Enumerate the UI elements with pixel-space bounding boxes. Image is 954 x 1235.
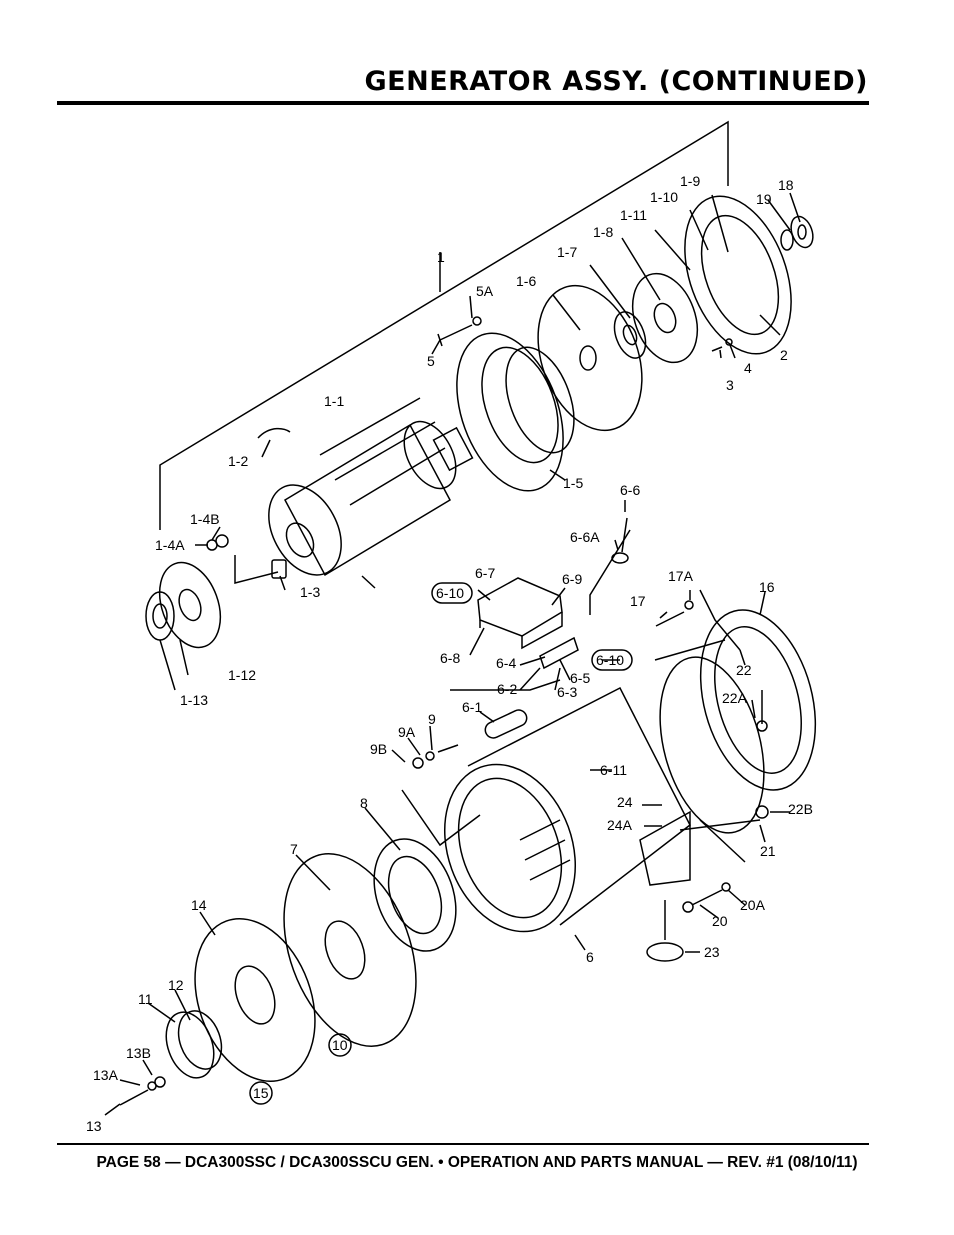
label-22A: 22A bbox=[722, 690, 748, 706]
label-5A: 5A bbox=[476, 283, 494, 299]
terminal-box-6-7 bbox=[477, 577, 563, 637]
label-6-3: 6-3 bbox=[557, 684, 577, 700]
label-1-12: 1-12 bbox=[228, 667, 256, 683]
label-6-10-a: 6-10 bbox=[436, 585, 464, 601]
label-22B: 22B bbox=[788, 801, 813, 817]
label-5: 5 bbox=[427, 353, 435, 369]
label-6-5: 6-5 bbox=[570, 670, 590, 686]
label-10: 10 bbox=[332, 1037, 348, 1053]
flex-plate-1-6 bbox=[537, 284, 643, 432]
rotor-assembly bbox=[257, 397, 474, 577]
label-6-11: 6-11 bbox=[600, 762, 627, 778]
stator-housing-6 bbox=[443, 686, 691, 933]
label-24: 24 bbox=[617, 794, 633, 810]
label-17A: 17A bbox=[668, 568, 694, 584]
label-12: 12 bbox=[168, 977, 184, 993]
fan-housing-21 bbox=[659, 656, 765, 834]
label-6-1: 6-1 bbox=[462, 699, 482, 715]
label-11: 11 bbox=[138, 991, 153, 1007]
cover-14 bbox=[194, 918, 316, 1082]
header-rule bbox=[57, 101, 869, 105]
adapter-ring-2 bbox=[684, 195, 792, 355]
label-1-9: 1-9 bbox=[680, 173, 700, 189]
rectifier-1-3 bbox=[271, 559, 287, 579]
label-6-8: 6-8 bbox=[440, 650, 460, 666]
label-9: 9 bbox=[428, 711, 436, 727]
label-17: 17 bbox=[630, 593, 646, 609]
plate-1-8 bbox=[631, 272, 699, 364]
cover-11 bbox=[165, 1011, 215, 1079]
label-7: 7 bbox=[290, 841, 298, 857]
label-4: 4 bbox=[744, 360, 752, 376]
label-13A: 13A bbox=[93, 1067, 119, 1083]
label-23: 23 bbox=[704, 944, 720, 960]
ring-16 bbox=[699, 609, 817, 791]
label-22: 22 bbox=[736, 662, 752, 678]
page-title: GENERATOR ASSY. (CONTINUED) bbox=[364, 66, 868, 97]
label-19: 19 bbox=[756, 191, 772, 207]
label-21: 21 bbox=[760, 843, 776, 859]
plate-1-12 bbox=[158, 561, 222, 649]
label-13B: 13B bbox=[126, 1045, 151, 1061]
label-1-4B: 1-4B bbox=[190, 511, 220, 527]
label-18: 18 bbox=[778, 177, 794, 193]
label-6: 6 bbox=[586, 949, 594, 965]
label-1-10: 1-10 bbox=[650, 189, 678, 205]
coupling-disk-1-5 bbox=[456, 332, 575, 492]
label-15: 15 bbox=[253, 1085, 269, 1101]
label-6-10-b: 6-10 bbox=[596, 652, 624, 668]
label-1-3: 1-3 bbox=[300, 584, 320, 600]
label-9B: 9B bbox=[370, 741, 387, 757]
bolt-5 bbox=[437, 324, 473, 347]
gasket-6-1 bbox=[484, 709, 528, 739]
snap-ring-19 bbox=[780, 229, 794, 251]
spacer-1-7 bbox=[613, 311, 647, 359]
page-footer: PAGE 58 — DCA300SSC / DCA300SSCU GEN. • … bbox=[96, 1154, 858, 1171]
label-1-13: 1-13 bbox=[180, 692, 208, 708]
label-16: 16 bbox=[759, 579, 775, 595]
label-6-7: 6-7 bbox=[475, 565, 495, 581]
label-24A: 24A bbox=[607, 817, 633, 833]
label-9A: 9A bbox=[398, 724, 416, 740]
label-6-9: 6-9 bbox=[562, 571, 582, 587]
label-3: 3 bbox=[726, 377, 734, 393]
damper-23 bbox=[646, 942, 684, 962]
label-13: 13 bbox=[86, 1118, 102, 1134]
exciter-8 bbox=[373, 838, 457, 952]
label-1-8: 1-8 bbox=[593, 224, 613, 240]
label-1-1: 1-1 bbox=[324, 393, 344, 409]
label-6-6: 6-6 bbox=[620, 482, 640, 498]
label-14: 14 bbox=[191, 897, 207, 913]
gasket-12 bbox=[177, 1010, 223, 1070]
label-6-6A: 6-6A bbox=[570, 529, 600, 545]
label-1-2: 1-2 bbox=[228, 453, 248, 469]
label-1-4A: 1-4A bbox=[155, 537, 185, 553]
label-1: 1 bbox=[437, 249, 445, 265]
label-20: 20 bbox=[712, 913, 728, 929]
label-8: 8 bbox=[360, 795, 368, 811]
label-1-5: 1-5 bbox=[563, 475, 583, 491]
label-1-6: 1-6 bbox=[516, 273, 536, 289]
end-bracket-7 bbox=[283, 853, 417, 1047]
label-1-11: 1-11 bbox=[620, 207, 647, 223]
label-6-2: 6-2 bbox=[497, 681, 517, 697]
label-20A: 20A bbox=[740, 897, 766, 913]
footer-rule bbox=[57, 1143, 869, 1145]
label-2: 2 bbox=[780, 347, 788, 363]
label-1-7: 1-7 bbox=[557, 244, 577, 260]
label-6-4: 6-4 bbox=[496, 655, 516, 671]
